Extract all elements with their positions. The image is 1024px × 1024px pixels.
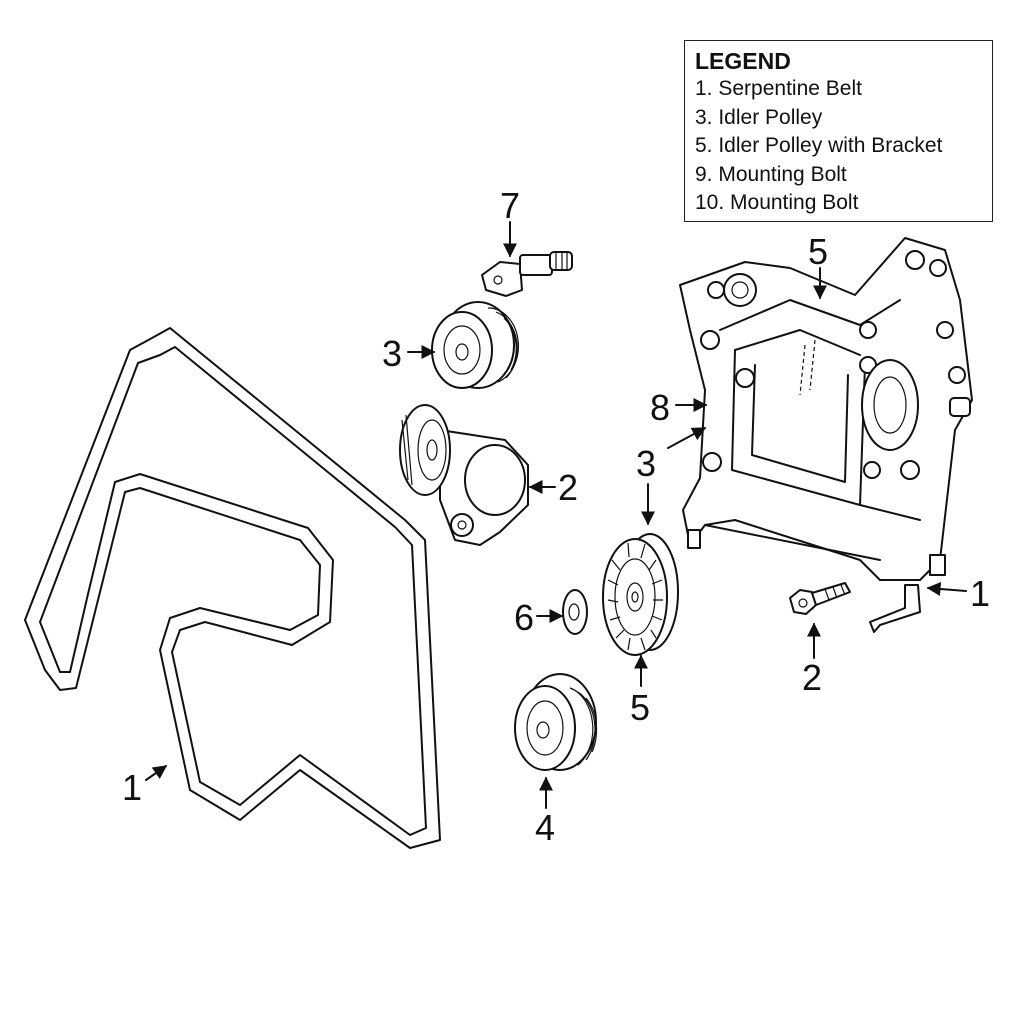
upper-idler-pulley — [431, 301, 519, 389]
grooved-pulley — [602, 533, 679, 656]
mounting-bracket — [679, 237, 973, 633]
legend-item: 5. Idler Polley with Bracket — [695, 134, 943, 157]
legend-title: LEGEND — [695, 48, 791, 74]
callout-upper-idler: 3 — [382, 333, 403, 374]
callout-stud-bolt: 7 — [500, 185, 521, 226]
callout-grooved-pulley: 5 — [630, 687, 651, 728]
callout-washer: 6 — [514, 597, 535, 638]
legend-box: LEGEND 1. Serpentine Belt 3. Idler Polle… — [684, 40, 993, 222]
callout-bracket-side: 8 — [650, 387, 671, 428]
serpentine-belt — [24, 327, 441, 849]
legend-item: 1. Serpentine Belt — [695, 77, 862, 100]
callout-bracket-top: 5 — [808, 231, 829, 272]
legend-item: 10. Mounting Bolt — [695, 191, 859, 214]
callout-lower-idler: 4 — [535, 807, 556, 848]
callout-bracket-stud: 1 — [970, 573, 991, 614]
stud-bolt — [481, 251, 573, 297]
washer — [562, 589, 588, 635]
belt-tensioner — [399, 404, 529, 546]
legend-item: 3. Idler Polley — [695, 105, 823, 129]
legend-item: 9. Mounting Bolt — [695, 162, 847, 186]
callout-serpentine-belt: 1 — [122, 767, 143, 808]
leader-arrows — [145, 221, 967, 809]
callout-tensioner: 2 — [558, 467, 579, 508]
callout-bracket-idler: 3 — [636, 443, 657, 484]
callout-bracket-bolt: 2 — [802, 657, 823, 698]
bracket-bolt — [789, 582, 851, 615]
lower-idler-pulley — [514, 673, 598, 771]
